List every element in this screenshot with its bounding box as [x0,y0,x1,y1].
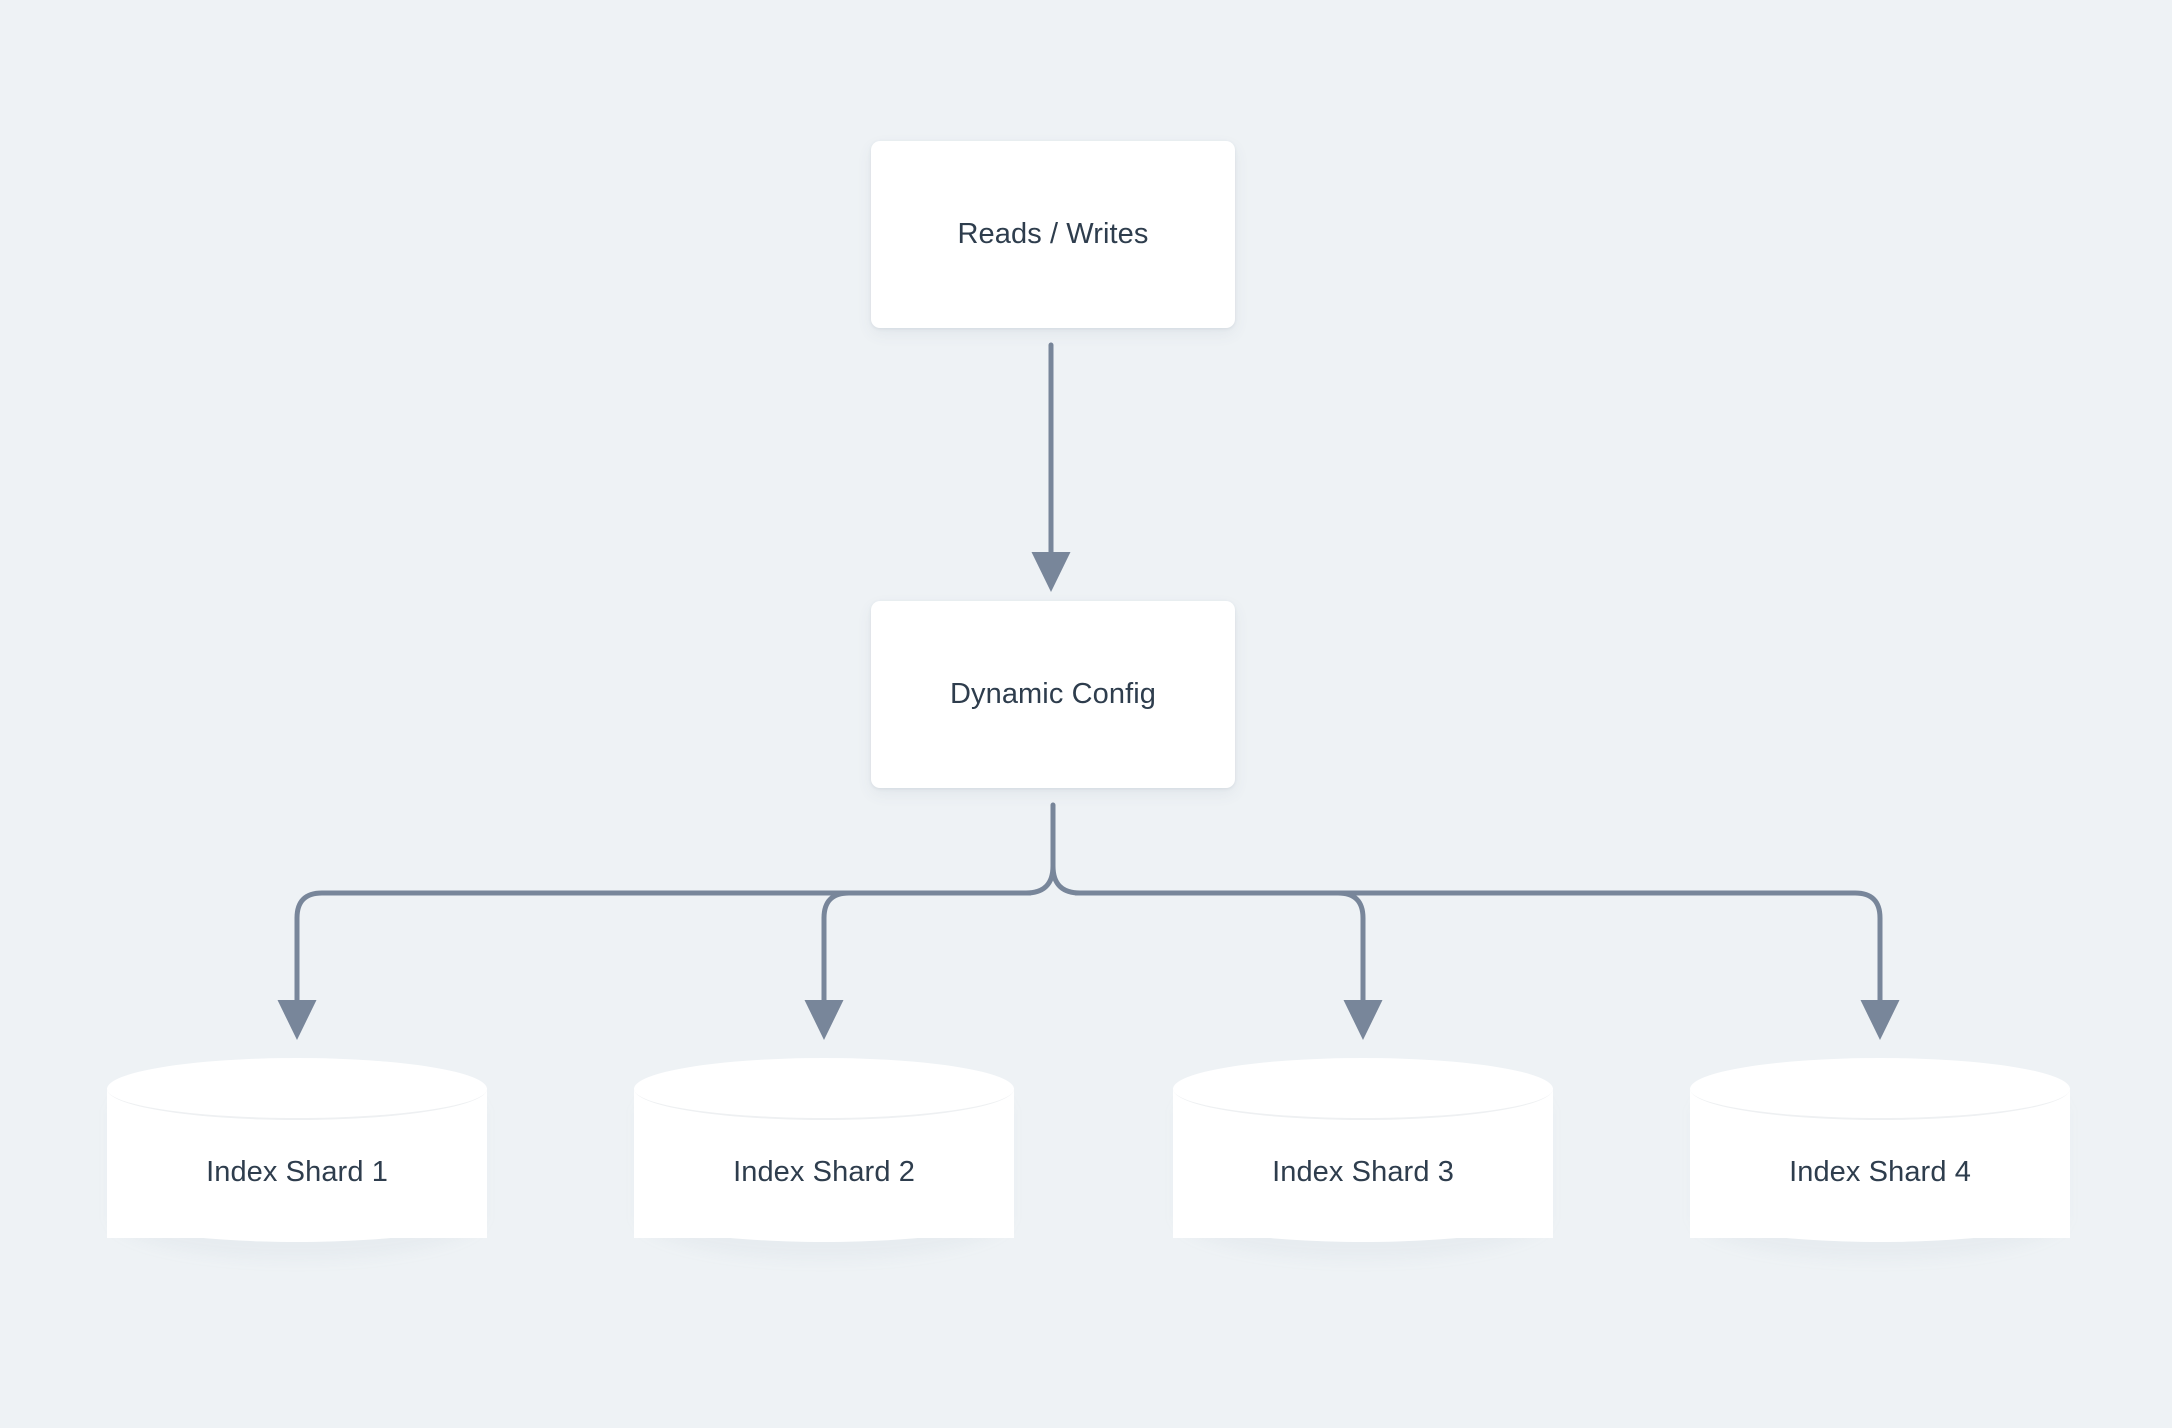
node-index-shard-1-label: Index Shard 1 [206,1156,388,1188]
cylinder-top-cap [634,1058,1014,1120]
node-reads-writes[interactable]: Reads / Writes [871,141,1235,328]
node-index-shard-4-label: Index Shard 4 [1789,1156,1971,1188]
node-dynamic-config-label: Dynamic Config [949,678,1157,710]
node-index-shard-3-label: Index Shard 3 [1272,1156,1454,1188]
cylinder-top-cap [1690,1058,2070,1120]
node-reads-writes-label: Reads / Writes [957,218,1149,250]
edge-dynamic-config-to-index-shard-3 [1073,890,1383,1041]
node-index-shard-2-label: Index Shard 2 [733,1156,915,1188]
node-index-shard-4[interactable]: Index Shard 4 [1690,1058,2070,1265]
edge-dynamic-config-trunk [1050,802,1083,896]
node-index-shard-3[interactable]: Index Shard 3 [1173,1058,1553,1265]
edge-dynamic-config-to-index-shard-4 [1073,890,1900,1041]
edge-dynamic-config-to-index-shard-1 [277,890,1033,1041]
node-index-shard-1[interactable]: Index Shard 1 [107,1058,487,1265]
node-dynamic-config[interactable]: Dynamic Config [871,601,1235,788]
cylinder-top-cap [107,1058,487,1120]
edge-dynamic-config-to-index-shard-2 [804,890,1033,1041]
node-index-shard-2[interactable]: Index Shard 2 [634,1058,1014,1265]
cylinder-top-cap [1173,1058,1553,1120]
edge-dynamic-config-trunk-left [1023,863,1056,896]
